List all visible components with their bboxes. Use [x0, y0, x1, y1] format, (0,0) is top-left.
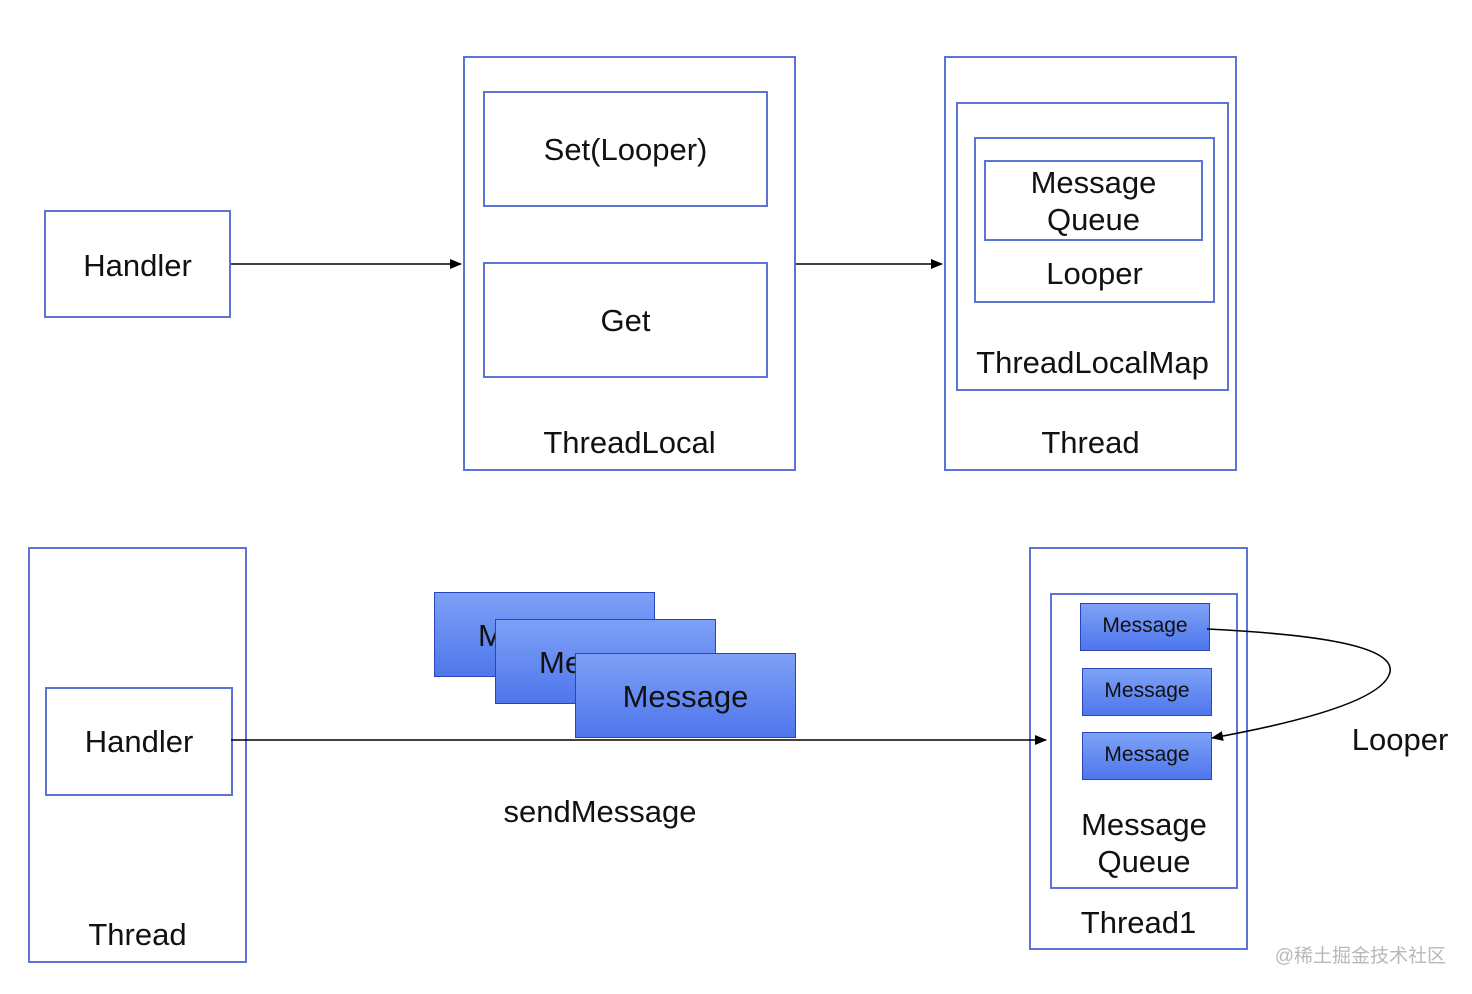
message-card-middle-text: Me	[539, 645, 583, 680]
threadlocal-label: ThreadLocal	[543, 425, 716, 460]
handler-box-top: Handler	[44, 210, 231, 318]
looper-label-bottom: Looper	[1351, 722, 1449, 757]
handler-label-top: Handler	[83, 248, 192, 283]
handler-box-bottom: Handler	[45, 687, 233, 796]
message-card-front-text: Message	[622, 679, 749, 714]
get-label: Get	[600, 303, 651, 338]
looper-loop-arrow	[1206, 628, 1391, 741]
message-queue-label-top-line1: Message	[1030, 165, 1157, 200]
message-queue-label-bottom-line1: Message	[1081, 807, 1207, 842]
threadlocalmap-label: ThreadLocalMap	[976, 345, 1209, 380]
get-box: Get	[483, 262, 768, 378]
queue-message-2: Message	[1082, 668, 1212, 716]
looper-box: Message Queue Looper	[974, 137, 1215, 303]
handler-label-bottom: Handler	[84, 724, 194, 759]
thread-box-top: Message Queue Looper ThreadLocalMap Thre…	[944, 56, 1237, 471]
message-queue-box-top: Message Queue	[984, 160, 1203, 241]
threadlocal-box: Set(Looper) Get ThreadLocal	[463, 56, 796, 471]
message-queue-label-top-line2: Queue	[1046, 202, 1141, 237]
watermark: @稀土掘金技术社区	[1274, 946, 1446, 967]
message-queue-label-bottom-line2: Queue	[1097, 844, 1191, 879]
thread-label-bottom: Thread	[88, 917, 187, 952]
looper-label-top: Looper	[1046, 256, 1143, 291]
queue-message-3: Message	[1082, 732, 1212, 780]
message-queue-box-bottom: Message Message Message Message Queue	[1050, 593, 1238, 889]
set-looper-box: Set(Looper)	[483, 91, 768, 207]
message-card-front: Message	[575, 653, 796, 738]
set-looper-label: Set(Looper)	[543, 132, 708, 167]
thread-box-bottom: Handler Thread	[28, 547, 247, 963]
threadlocalmap-box: Message Queue Looper ThreadLocalMap	[956, 102, 1229, 391]
queue-message-1: Message	[1080, 603, 1210, 651]
send-message-label: sendMessage	[503, 794, 697, 829]
thread-label-top: Thread	[1041, 425, 1140, 460]
thread1-label: Thread1	[1080, 905, 1197, 940]
thread1-box: Message Message Message Message Queue Th…	[1029, 547, 1248, 950]
